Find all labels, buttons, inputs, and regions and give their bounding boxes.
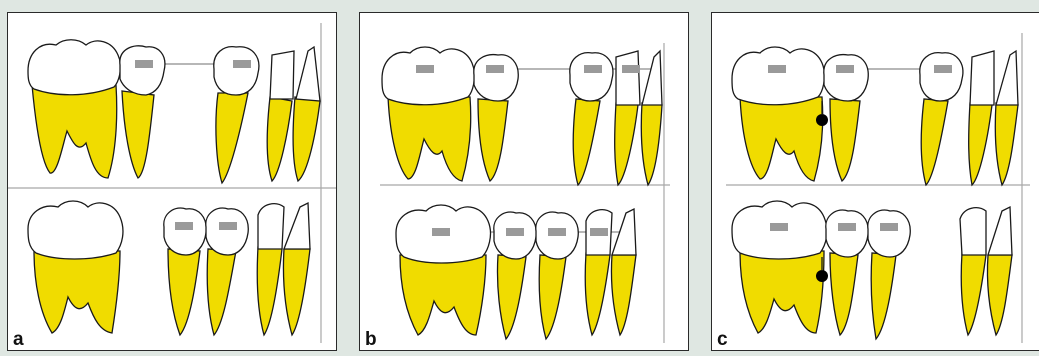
stop-lower <box>816 270 828 282</box>
upper-canine <box>570 53 613 185</box>
upper-lateral-incisor <box>267 51 294 181</box>
lower-second-premolar <box>826 210 868 335</box>
bracket <box>622 65 640 73</box>
bracket <box>506 228 524 236</box>
lower-first-premolar <box>536 212 578 339</box>
bracket <box>768 65 786 73</box>
upper-second-premolar <box>824 55 868 181</box>
lower-incisor <box>987 207 1012 335</box>
upper-lateral-incisor <box>969 51 994 185</box>
lower-canine <box>960 208 986 335</box>
lower-incisor <box>283 203 310 335</box>
bracket <box>770 223 788 231</box>
bracket <box>584 65 602 73</box>
bracket <box>548 228 566 236</box>
lower-first-molar <box>28 201 123 333</box>
upper-canine <box>920 53 963 185</box>
upper-central-incisor <box>641 51 662 185</box>
panel-a: a <box>7 12 337 351</box>
lower-first-molar <box>732 201 827 333</box>
bracket <box>880 223 898 231</box>
upper-second-premolar <box>120 46 165 178</box>
bracket <box>486 65 504 73</box>
upper-second-premolar <box>474 55 518 181</box>
dental-diagram-a <box>8 13 337 351</box>
lower-canine <box>257 204 284 335</box>
lower-canine <box>585 210 612 335</box>
bracket <box>432 228 450 236</box>
panel-label: c <box>717 330 728 349</box>
panel-c: c <box>711 12 1039 351</box>
bracket <box>233 60 251 68</box>
lower-incisor <box>611 209 636 335</box>
bracket <box>416 65 434 73</box>
upper-canine <box>214 47 259 183</box>
bracket <box>175 222 193 230</box>
upper-first-molar <box>732 47 825 181</box>
upper-first-molar <box>382 47 475 181</box>
lower-second-premolar <box>164 208 206 335</box>
upper-first-molar <box>28 40 121 178</box>
lower-second-premolar <box>494 212 536 339</box>
bracket <box>934 65 952 73</box>
panel-b: b <box>359 12 689 351</box>
lower-first-molar <box>396 205 490 335</box>
lower-first-premolar <box>206 208 248 335</box>
upper-lateral-incisor <box>615 51 640 185</box>
stop-upper <box>816 114 828 126</box>
bracket <box>135 60 153 68</box>
lower-first-premolar <box>868 210 910 339</box>
bracket <box>590 228 608 236</box>
bracket <box>836 65 854 73</box>
bracket <box>219 222 237 230</box>
dental-diagram-c <box>712 13 1039 351</box>
dental-diagram-b <box>360 13 689 351</box>
panel-label: a <box>13 330 24 349</box>
bracket <box>838 223 856 231</box>
panel-label: b <box>365 330 377 349</box>
upper-central-incisor <box>995 51 1018 185</box>
upper-central-incisor <box>293 47 320 181</box>
